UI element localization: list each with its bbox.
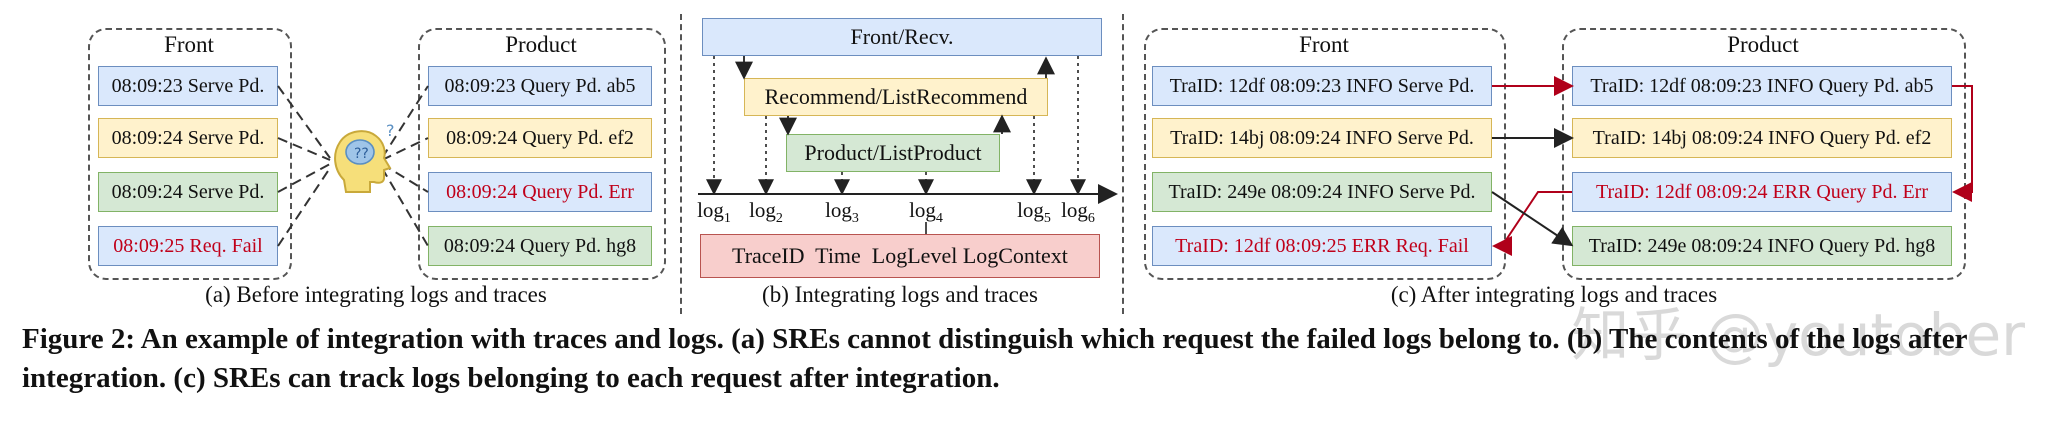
panel-a-front-log: 08:09:24 Serve Pd. bbox=[98, 172, 278, 212]
panel-a-product-group bbox=[418, 28, 666, 280]
log-tick-2: log2 bbox=[749, 198, 783, 227]
panel-c-product-log-error: TraID: 12df 08:09:24 ERR Query Pd. Err bbox=[1572, 172, 1952, 212]
panel-a-front-group bbox=[88, 28, 292, 280]
panel-c-front-log: TraID: 14bj 08:09:24 INFO Serve Pd. bbox=[1152, 118, 1492, 158]
panel-c-product-group bbox=[1562, 28, 1966, 280]
log-record-fields: TraceID Time LogLevel LogContext bbox=[700, 234, 1100, 278]
panel-a-caption: (a) Before integrating logs and traces bbox=[205, 282, 547, 307]
panel-c-front-group bbox=[1144, 28, 1506, 280]
confused-head-icon: ?? ? bbox=[334, 121, 395, 193]
log-tick-3: log3 bbox=[825, 198, 859, 227]
log-tick-5: log5 bbox=[1017, 198, 1051, 227]
panel-a-front-log-error: 08:09:25 Req. Fail bbox=[98, 226, 278, 266]
panel-c-front-log-error: TraID: 12df 08:09:25 ERR Req. Fail bbox=[1152, 226, 1492, 266]
panel-a-product-log: 08:09:24 Query Pd. ef2 bbox=[428, 118, 652, 158]
span-product-listproduct: Product/ListProduct bbox=[786, 134, 1000, 172]
panel-c-front-log: TraID: 12df 08:09:23 INFO Serve Pd. bbox=[1152, 66, 1492, 106]
panel-c-product-log: TraID: 249e 08:09:24 INFO Query Pd. hg8 bbox=[1572, 226, 1952, 266]
panel-a-front-title: Front bbox=[164, 32, 214, 57]
watermark: 知乎 @youtober bbox=[1571, 301, 2025, 369]
panel-c-caption: (c) After integrating logs and traces bbox=[1390, 282, 1718, 307]
panel-a-front-log: 08:09:24 Serve Pd. bbox=[98, 118, 278, 158]
span-front-recv: Front/Recv. bbox=[702, 18, 1102, 56]
separator-ab bbox=[680, 14, 682, 314]
panel-c-front-log: TraID: 249e 08:09:24 INFO Serve Pd. bbox=[1152, 172, 1492, 212]
panel-a-front-log: 08:09:23 Serve Pd. bbox=[98, 66, 278, 106]
log-tick-1: log1 bbox=[697, 198, 731, 227]
panel-a-product-log: 08:09:24 Query Pd. hg8 bbox=[428, 226, 652, 266]
panel-c-product-log: TraID: 12df 08:09:23 INFO Query Pd. ab5 bbox=[1572, 66, 1952, 106]
panel-c-front-title: Front bbox=[1299, 32, 1349, 57]
figure-caption: Figure 2: An example of integration with… bbox=[22, 323, 1967, 395]
panel-c-trace-links bbox=[1491, 76, 1973, 256]
panel-b-trace-diagram bbox=[698, 56, 1118, 234]
log-tick-6: log6 bbox=[1061, 198, 1095, 227]
svg-text:??: ?? bbox=[354, 146, 369, 162]
svg-text:?: ? bbox=[386, 121, 395, 140]
separator-bc bbox=[1122, 14, 1124, 314]
panel-b-caption: (b) Integrating logs and traces bbox=[762, 282, 1038, 307]
panel-c-product-title: Product bbox=[1727, 32, 1799, 57]
panel-a-product-log-error: 08:09:24 Query Pd. Err bbox=[428, 172, 652, 212]
span-recommend-listrecommend: Recommend/ListRecommend bbox=[744, 78, 1048, 116]
panel-c-product-log: TraID: 14bj 08:09:24 INFO Query Pd. ef2 bbox=[1572, 118, 1952, 158]
log-tick-4: log4 bbox=[909, 198, 943, 227]
panel-a-product-title: Product bbox=[505, 32, 577, 57]
panel-a-product-log: 08:09:23 Query Pd. ab5 bbox=[428, 66, 652, 106]
